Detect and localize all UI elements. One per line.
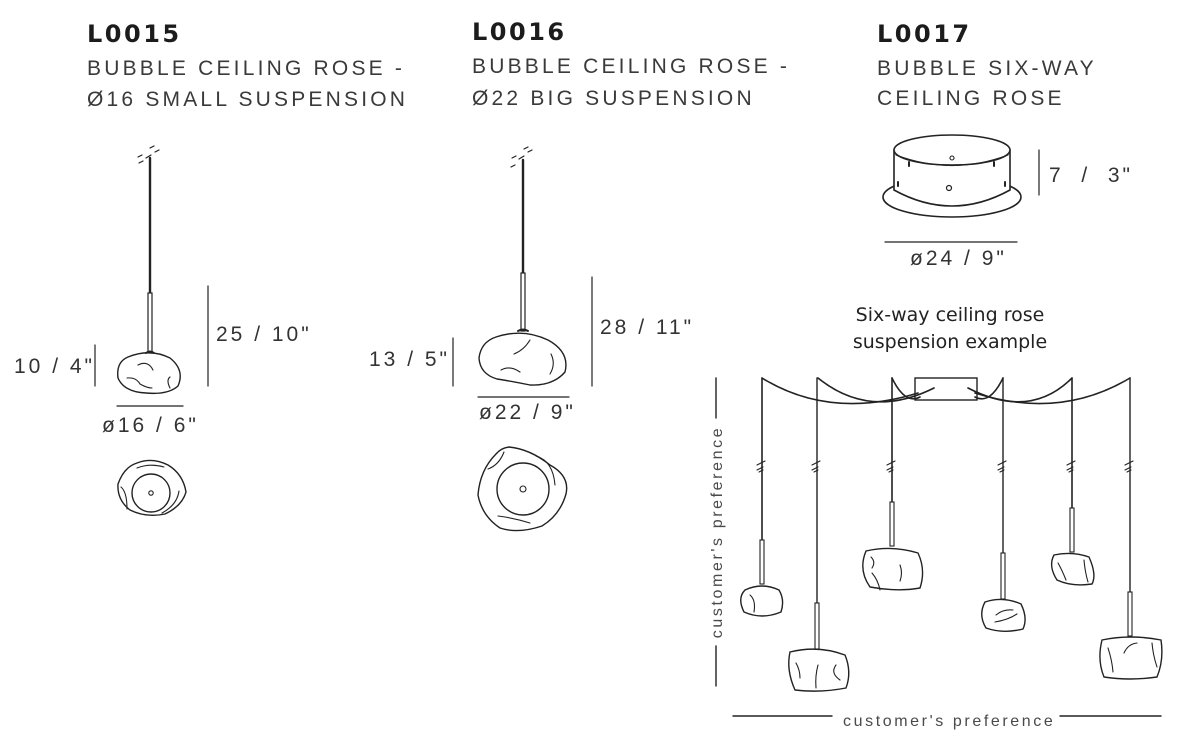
l0016-bottom-view <box>477 446 568 532</box>
ceiling-break-icon <box>137 145 160 164</box>
product-code-l0017: L0017 <box>877 20 972 48</box>
product-title-l0016-line2: Ø22 BIG SUSPENSION <box>472 87 755 110</box>
ceiling-break-icon <box>510 146 533 168</box>
l0016-shade-height-label: 13 / 5" <box>369 348 450 371</box>
l0016-side-view <box>452 146 593 398</box>
example-pendant-5 <box>1050 377 1095 586</box>
l0015-diameter-label: ø16 / 6" <box>102 414 199 437</box>
l0016-stem <box>520 272 526 332</box>
l0016-total-height-label: 28 / 11" <box>600 316 695 339</box>
horizontal-preference-label: customer's preference <box>843 713 1056 730</box>
l0015-shade <box>117 352 181 395</box>
l0015-total-height-label: 25 / 10" <box>216 323 312 346</box>
l0016-shade <box>478 332 567 386</box>
l0015-bottom-view <box>117 459 187 517</box>
example-pendant-3 <box>862 377 924 591</box>
example-pendant-4 <box>981 377 1026 632</box>
l0015-stem <box>147 292 153 354</box>
example-ceiling-rose <box>914 377 978 401</box>
example-pendant-2 <box>788 377 850 692</box>
example-caption-line1: Six-way ceiling rose <box>855 304 1045 326</box>
example-pendant-1 <box>740 377 784 617</box>
example-caption-line2: suspension example <box>852 331 1048 353</box>
l0017-diameter-label: ø24 / 9" <box>910 247 1007 270</box>
l0017-height-label: 7 / 3" <box>1049 164 1133 187</box>
product-title-l0016-line1: BUBBLE CEILING ROSE - <box>472 55 791 78</box>
product-title-l0017-line2: CEILING ROSE <box>877 87 1065 110</box>
l0015-side-view <box>94 145 209 407</box>
product-title-l0015-line1: BUBBLE CEILING ROSE - <box>87 57 406 80</box>
six-way-example <box>715 377 1163 717</box>
product-title-l0015-line2: Ø16 SMALL SUSPENSION <box>87 88 409 111</box>
cable-break-icons <box>756 460 1134 473</box>
l0016-diameter-label: ø22 / 9" <box>479 401 576 424</box>
product-title-l0017-line1: BUBBLE SIX-WAY <box>877 57 1097 80</box>
product-code-l0015: L0015 <box>87 20 182 48</box>
l0017-ceiling-rose <box>882 134 1040 243</box>
product-code-l0016: L0016 <box>472 18 567 46</box>
example-caption: Six-way ceiling rose suspension example <box>820 302 1080 356</box>
l0015-shade-height-label: 10 / 4" <box>14 355 95 378</box>
example-pendant-6 <box>1099 377 1163 680</box>
